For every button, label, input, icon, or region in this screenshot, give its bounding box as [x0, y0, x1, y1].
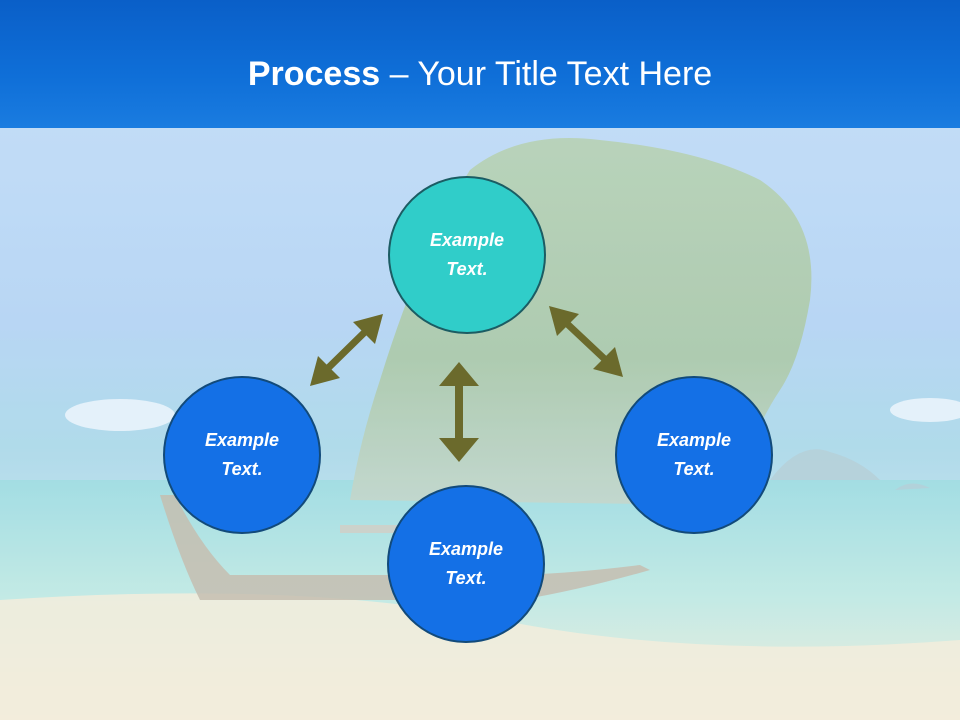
slide-title: Process – Your Title Text Here — [0, 52, 960, 96]
node-bottom[interactable]: Example Text. — [387, 485, 545, 643]
beach — [0, 593, 960, 720]
distant-island — [895, 483, 930, 490]
cloud — [890, 398, 960, 422]
node-left-label: Example Text. — [204, 430, 280, 479]
cloud — [65, 399, 175, 431]
boat-canopy — [340, 525, 400, 533]
node-left[interactable]: Example Text. — [163, 376, 321, 534]
node-bottom-label: Example Text. — [428, 539, 504, 588]
slide-title-rest: – Your Title Text Here — [380, 55, 713, 93]
node-right[interactable]: Example Text. — [615, 376, 773, 534]
title-bar — [0, 0, 960, 128]
slide-title-bold: Process — [247, 55, 381, 93]
node-top[interactable]: Example Text. — [388, 176, 546, 334]
node-top-label: Example Text. — [429, 230, 505, 279]
distant-island — [770, 449, 880, 480]
node-right-label: Example Text. — [656, 430, 732, 479]
